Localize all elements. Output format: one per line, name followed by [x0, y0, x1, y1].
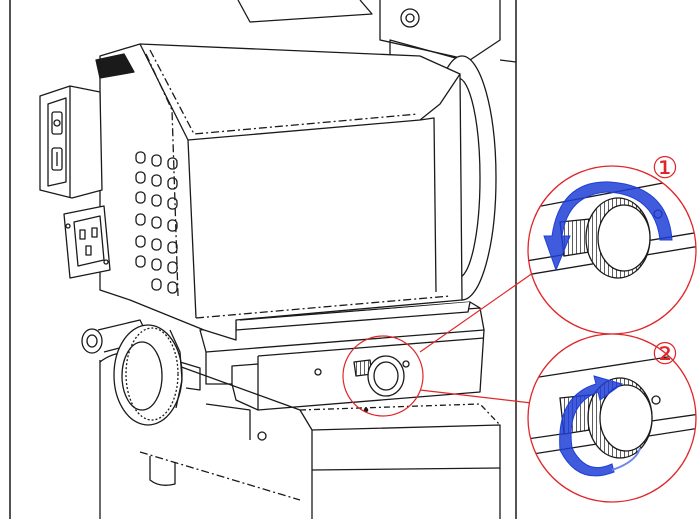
- detail-callout-1: [527, 165, 697, 335]
- power-socket: [63, 205, 111, 279]
- slide-carriage: [199, 291, 485, 413]
- loosen-arrow-icon: [543, 181, 673, 272]
- vent-holes: [135, 151, 178, 294]
- tighten-arrow-icon: [559, 375, 624, 477]
- callout-number-1: ①: [651, 151, 679, 186]
- power-switch: [39, 85, 103, 199]
- callout-number-2: ②: [651, 337, 679, 372]
- carriage-knob: [353, 355, 405, 397]
- leader-lines: [342, 267, 541, 417]
- drawing-frame: [9, 0, 517, 519]
- machine-base: [99, 351, 501, 519]
- detail-callout-2: [527, 333, 697, 503]
- motor-housing: [95, 43, 463, 341]
- handwheel: [81, 319, 201, 426]
